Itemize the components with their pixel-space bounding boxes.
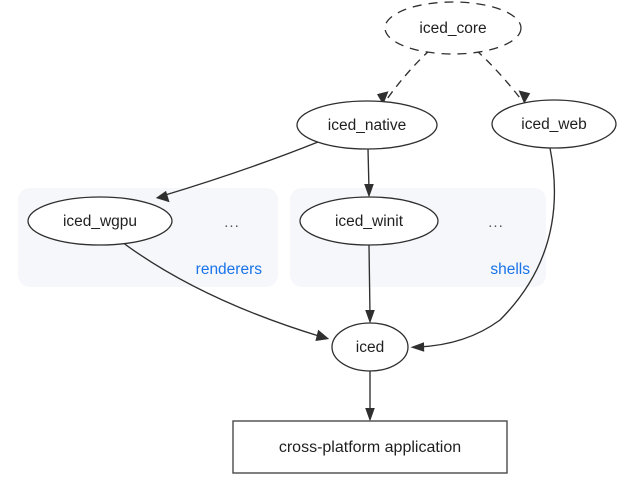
edge-iced-to-application — [365, 371, 375, 422]
edge-iced-core-to-iced-web — [475, 49, 531, 104]
node-application-shape[interactable] — [232, 420, 508, 474]
node-iced-native-shape[interactable] — [296, 100, 438, 150]
edge-iced-native-to-iced-wgpu — [155, 141, 319, 203]
cluster-shells-label: shells — [490, 261, 530, 278]
edge-line — [475, 49, 521, 99]
arrow-head-icon — [365, 310, 375, 324]
node-iced-winit-shape[interactable] — [299, 196, 439, 246]
node-iced-winit-label: iced_winit — [335, 213, 404, 230]
edge-line — [417, 147, 556, 348]
shells-more-ellipsis: ... — [488, 214, 504, 231]
node-application-label: cross-platform application — [279, 439, 461, 456]
edge-line — [386, 49, 431, 100]
arrow-head-icon — [410, 342, 425, 352]
renderers-more-ellipsis: ... — [224, 214, 240, 231]
node-iced-shape[interactable] — [331, 322, 409, 372]
arrow-head-icon — [377, 91, 389, 105]
edge-iced-core-to-iced-native — [377, 49, 431, 105]
edge-line — [368, 244, 371, 317]
node-iced-native-label: iced_native — [328, 117, 406, 134]
edge-iced-wgpu-to-iced — [121, 241, 330, 341]
edge-line — [161, 141, 319, 197]
edge-line — [121, 241, 323, 338]
node-iced-winit[interactable]: iced_winit — [299, 196, 439, 246]
edge-iced-native-to-iced-winit — [364, 148, 374, 198]
node-iced-core-shape[interactable] — [384, 1, 522, 55]
arrow-head-icon — [155, 190, 170, 203]
node-iced-label: iced — [356, 339, 384, 356]
node-iced-native[interactable]: iced_native — [296, 100, 438, 150]
node-iced-core[interactable]: iced_core — [384, 1, 522, 55]
arrow-head-icon — [518, 90, 531, 104]
node-iced-wgpu-label: iced_wgpu — [63, 213, 137, 230]
arrow-head-icon — [364, 184, 374, 198]
node-iced-wgpu-shape[interactable] — [27, 196, 173, 246]
arrow-head-icon — [365, 408, 375, 422]
node-cross-platform-application[interactable]: cross-platform application — [232, 420, 508, 474]
node-iced-web[interactable]: iced_web — [491, 99, 617, 149]
cluster-renderers-label: renderers — [196, 261, 263, 278]
node-iced-core-label: iced_core — [419, 20, 486, 37]
arrow-head-icon — [315, 329, 330, 341]
edge-iced-winit-to-iced — [365, 244, 375, 324]
edge-line — [367, 148, 370, 191]
node-iced-web-shape[interactable] — [491, 99, 617, 149]
node-iced[interactable]: iced — [331, 322, 409, 372]
node-iced-web-label: iced_web — [521, 116, 587, 133]
edge-iced-web-to-iced — [410, 147, 556, 352]
node-iced-wgpu[interactable]: iced_wgpu — [27, 196, 173, 246]
